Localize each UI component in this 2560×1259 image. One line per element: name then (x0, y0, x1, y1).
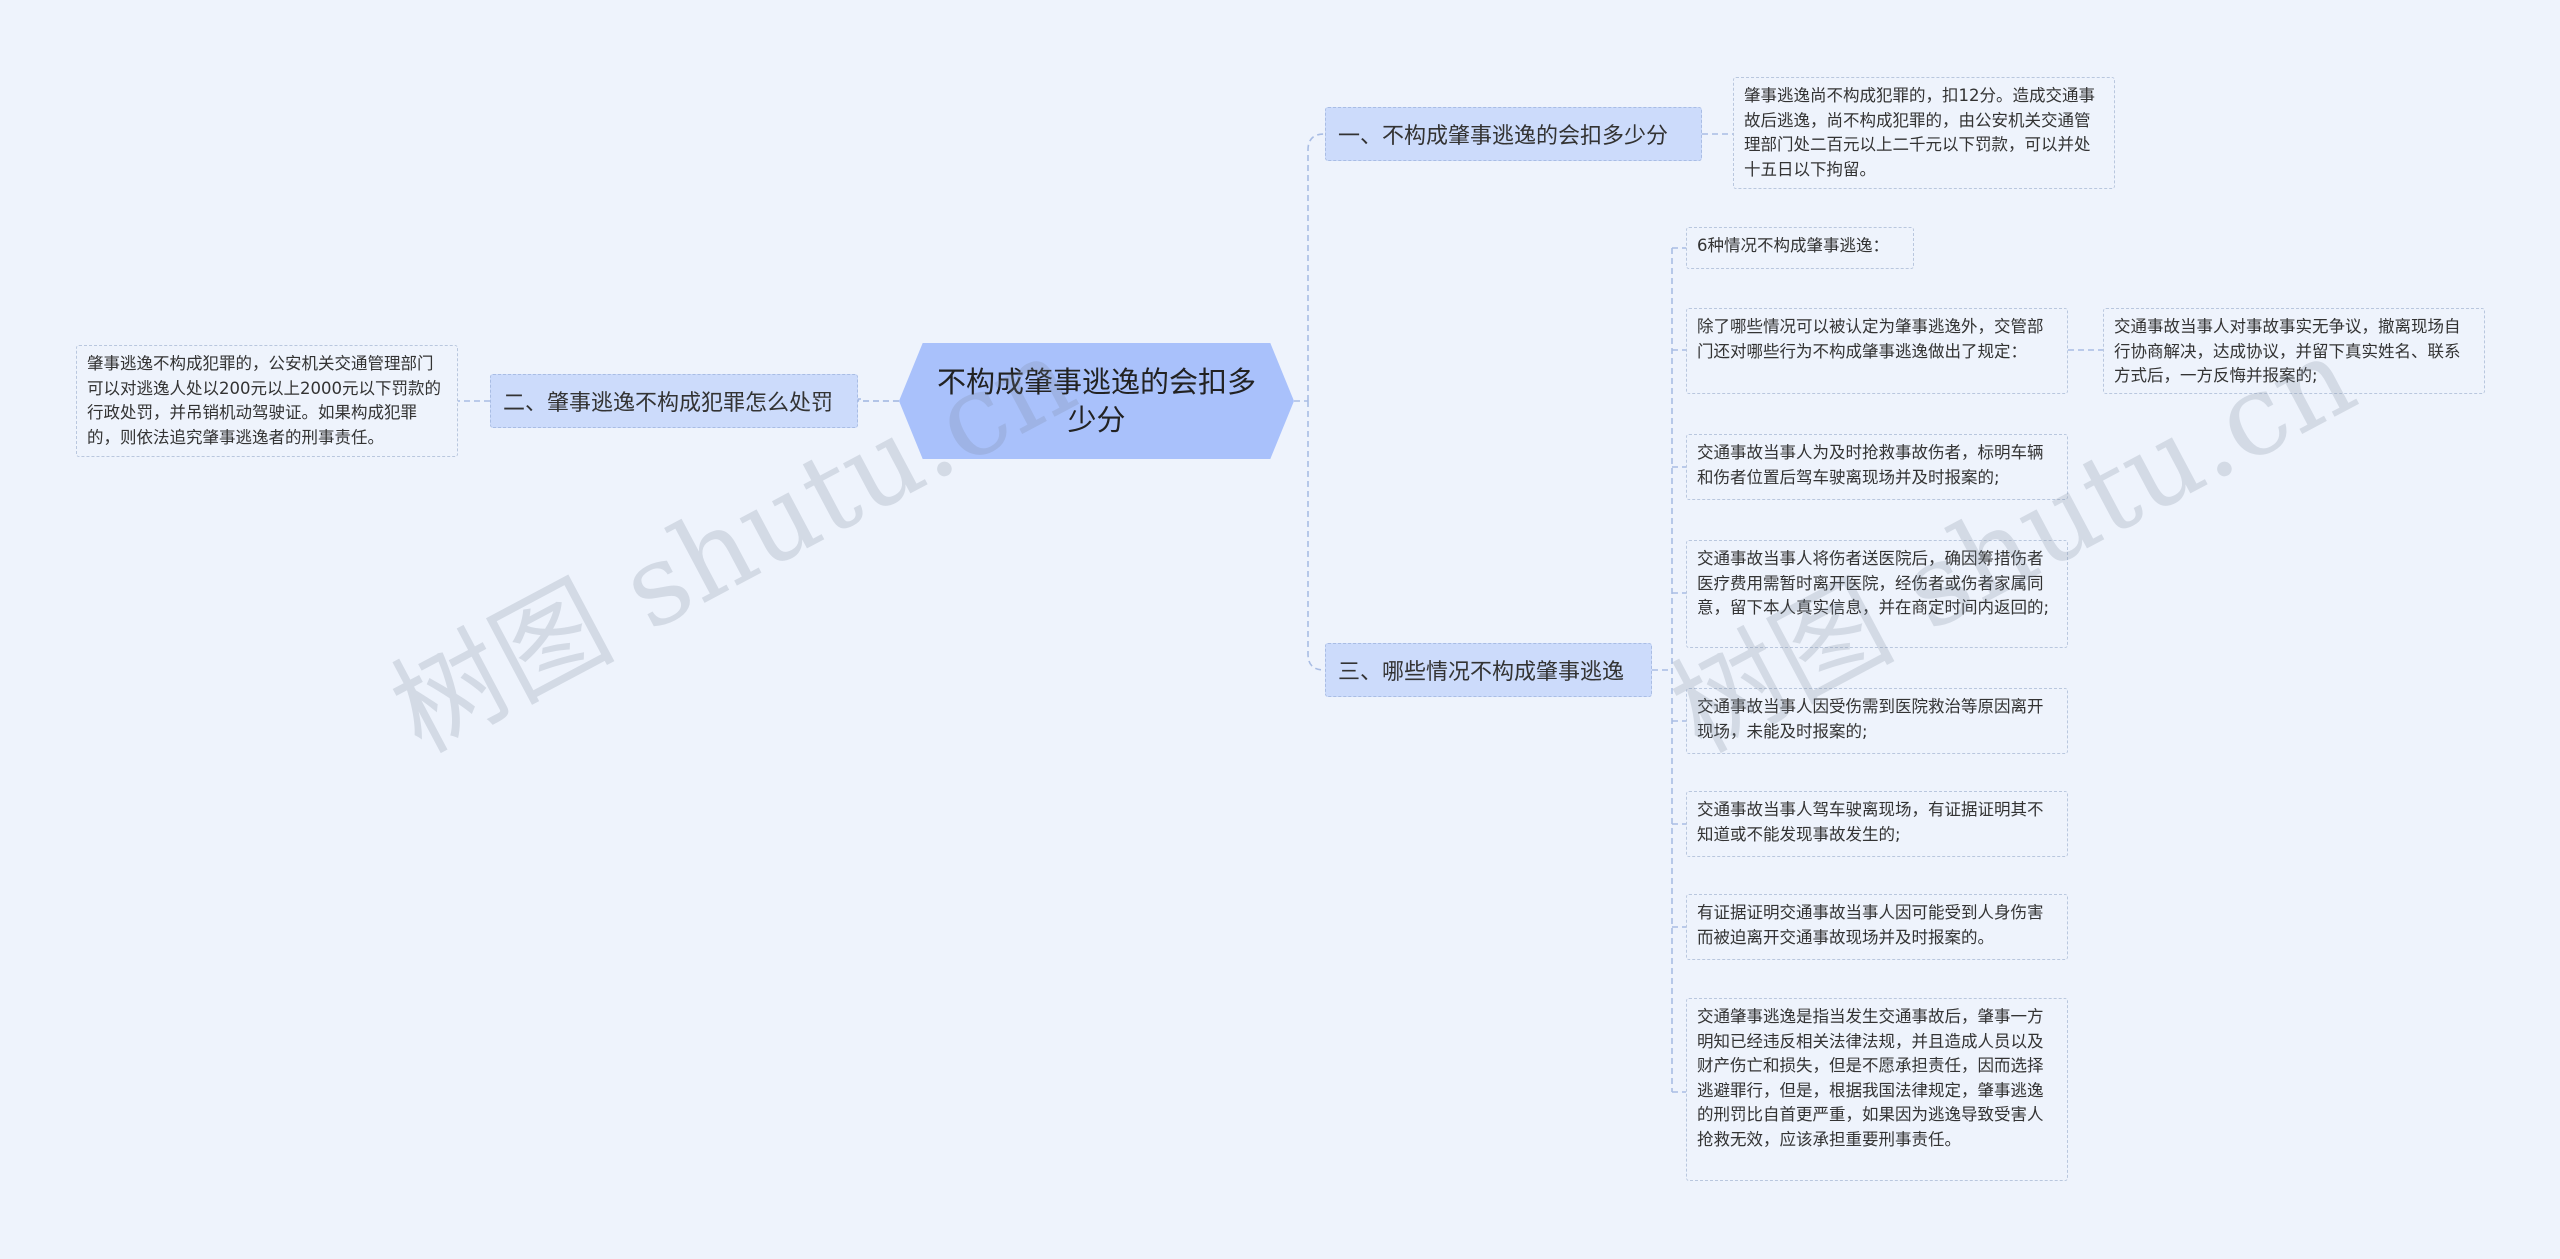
leaf-text: 肇事逃逸尚不构成犯罪的，扣12分。造成交通事故后逃逸，尚不构成犯罪的，由公安机关… (1744, 86, 2095, 179)
leaf-b3-item-4[interactable]: 交通事故当事人因受伤需到医院救治等原因离开现场，未能及时报案的; (1686, 688, 2068, 754)
leaf-b3-item-6[interactable]: 有证据证明交通事故当事人因可能受到人身伤害而被迫离开交通事故现场并及时报案的。 (1686, 894, 2068, 960)
leaf-b3-item-2[interactable]: 交通事故当事人为及时抢救事故伤者，标明车辆和伤者位置后驾车驶离现场并及时报案的; (1686, 434, 2068, 500)
link-b3-trunk (1652, 248, 1673, 1092)
link-root-right-trunk (1294, 133, 1325, 671)
branch-label: 三、哪些情况不构成肇事逃逸 (1338, 660, 1625, 685)
root-title: 不构成肇事逃逸的会扣多少分 (936, 365, 1256, 437)
branch-label: 一、不构成肇事逃逸的会扣多少分 (1338, 124, 1669, 149)
leaf-text: 交通肇事逃逸是指当发生交通事故后，肇事一方明知已经违反相关法律法规，并且造成人员… (1697, 1007, 2044, 1149)
leaf-b3-item-7[interactable]: 交通肇事逃逸是指当发生交通事故后，肇事一方明知已经违反相关法律法规，并且造成人员… (1686, 998, 2068, 1181)
leaf-b2-detail[interactable]: 肇事逃逸不构成犯罪的，公安机关交通管理部门可以对逃逸人处以200元以上2000元… (76, 345, 458, 457)
leaf-text: 交通事故当事人为及时抢救事故伤者，标明车辆和伤者位置后驾车驶离现场并及时报案的; (1697, 443, 2044, 487)
leaf-text: 除了哪些情况可以被认定为肇事逃逸外，交管部门还对哪些行为不构成肇事逃逸做出了规定… (1697, 317, 2044, 361)
leaf-text: 交通事故当事人将伤者送医院后，确因筹措伤者医疗费用需暂时离开医院，经伤者或伤者家… (1697, 549, 2050, 617)
leaf-b3-item-5[interactable]: 交通事故当事人驾车驶离现场，有证据证明其不知道或不能发现事故发生的; (1686, 791, 2068, 857)
branch-label: 二、肇事逃逸不构成犯罪怎么处罚 (503, 391, 834, 416)
leaf-text: 交通事故当事人对事故事实无争议，撤离现场自行协商解决，达成协议，并留下真实姓名、… (2114, 317, 2461, 385)
branch-node-3[interactable]: 三、哪些情况不构成肇事逃逸 (1325, 643, 1652, 697)
leaf-b3-item-3[interactable]: 交通事故当事人将伤者送医院后，确因筹措伤者医疗费用需暂时离开医院，经伤者或伤者家… (1686, 540, 2068, 648)
branch-node-1[interactable]: 一、不构成肇事逃逸的会扣多少分 (1325, 107, 1702, 161)
leaf-text: 交通事故当事人驾车驶离现场，有证据证明其不知道或不能发现事故发生的; (1697, 800, 2044, 844)
branch-node-2[interactable]: 二、肇事逃逸不构成犯罪怎么处罚 (490, 374, 858, 428)
leaf-b1-detail[interactable]: 肇事逃逸尚不构成犯罪的，扣12分。造成交通事故后逃逸，尚不构成犯罪的，由公安机关… (1733, 77, 2115, 189)
leaf-text: 交通事故当事人因受伤需到医院救治等原因离开现场，未能及时报案的; (1697, 697, 2044, 741)
leaf-text: 肇事逃逸不构成犯罪的，公安机关交通管理部门可以对逃逸人处以200元以上2000元… (87, 354, 441, 447)
leaf-text: 6种情况不构成肇事逃逸： (1697, 236, 1889, 255)
leaf-b3-item-1[interactable]: 除了哪些情况可以被认定为肇事逃逸外，交管部门还对哪些行为不构成肇事逃逸做出了规定… (1686, 308, 2068, 394)
leaf-b3-item-0[interactable]: 6种情况不构成肇事逃逸： (1686, 227, 1914, 269)
root-node[interactable]: 不构成肇事逃逸的会扣多少分 (899, 343, 1294, 459)
leaf-b3-sub[interactable]: 交通事故当事人对事故事实无争议，撤离现场自行协商解决，达成协议，并留下真实姓名、… (2103, 308, 2485, 394)
leaf-text: 有证据证明交通事故当事人因可能受到人身伤害而被迫离开交通事故现场并及时报案的。 (1697, 903, 2044, 947)
